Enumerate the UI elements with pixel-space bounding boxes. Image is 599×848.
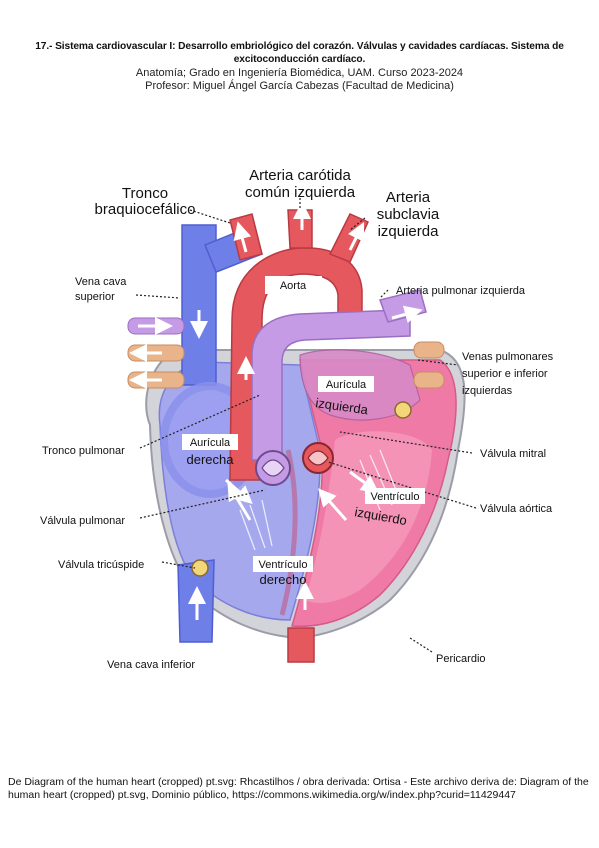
label-ventriculo-der-2: derecho (260, 572, 307, 587)
image-credit: De Diagram of the human heart (cropped) … (8, 776, 589, 801)
label-auricula-izq-2: izquierda (315, 395, 370, 417)
label-tronco-2: braquiocefálico (95, 201, 196, 218)
label-carotida-2: común izquierda (245, 184, 356, 201)
label-auricula-der-2: derecha (187, 452, 235, 467)
label-tronco-pulmonar: Tronco pulmonar (42, 445, 125, 457)
professor-line: Profesor: Miguel Ángel García Cabezas (F… (145, 80, 454, 92)
label-valvula-mitral: Válvula mitral (480, 448, 546, 460)
page-title: 17.- Sistema cardiovascular I: Desarroll… (35, 41, 564, 65)
label-pericardio: Pericardio (436, 653, 486, 665)
course-line: Anatomía; Grado en Ingeniería Biomédica,… (135, 67, 464, 79)
label-ventriculo-izq-1: Ventrículo (371, 491, 420, 503)
heart-diagram: Tronco braquiocefálico Arteria carótida … (40, 167, 554, 671)
label-tronco-1: Tronco (122, 185, 168, 202)
label-vena-cava-inf: Vena cava inferior (107, 659, 195, 671)
label-vena-cava-sup-2: superior (75, 291, 115, 303)
label-arteria-pulmonar-izq: Arteria pulmonar izquierda (396, 285, 526, 297)
label-venas-pulm-3: izquierdas (462, 385, 513, 397)
label-valvula-pulmonar: Válvula pulmonar (40, 515, 125, 527)
document-header: 17.- Sistema cardiovascular I: Desarroll… (0, 41, 599, 93)
label-vena-cava-sup-1: Vena cava (75, 276, 127, 288)
left-pulmonary-veins (413, 341, 445, 389)
valves (191, 401, 412, 577)
label-aorta: Aorta (280, 280, 307, 292)
label-auricula-izq-1: Aurícula (326, 379, 367, 391)
label-subclavia-2: subclavia (377, 206, 440, 223)
label-subclavia-3: izquierda (378, 223, 440, 240)
label-valvula-tricuspide: Válvula tricúspide (58, 559, 144, 571)
label-venas-pulm-2: superior e inferior (462, 368, 548, 380)
label-subclavia-1: Arteria (386, 189, 431, 206)
label-venas-pulm-1: Venas pulmonares (462, 351, 554, 363)
label-valvula-aortica: Válvula aórtica (480, 503, 553, 515)
leader-lines (135, 198, 477, 653)
label-carotida-1: Arteria carótida (249, 167, 351, 184)
diagram-labels: Tronco braquiocefálico Arteria carótida … (40, 167, 554, 671)
label-auricula-der-1: Aurícula (190, 437, 231, 449)
label-ventriculo-der-1: Ventrículo (259, 559, 308, 571)
